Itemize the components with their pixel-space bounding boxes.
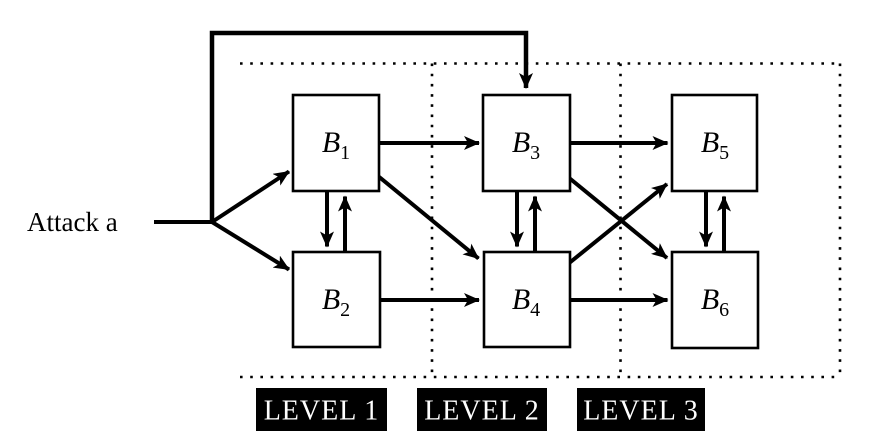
node-b5: B5 <box>670 93 759 193</box>
node-b6-box <box>670 250 760 350</box>
node-b4-label: B4 <box>512 283 540 321</box>
node-b2: B2 <box>291 250 382 349</box>
node-b2-label: B2 <box>322 283 350 321</box>
edge-attack-to-b2 <box>210 220 291 272</box>
node-b6: B6 <box>670 250 760 350</box>
level-badge-2-bg <box>417 388 547 431</box>
level-badge-3-bg <box>577 388 705 431</box>
level-badge-3-label: LEVEL 3 <box>583 396 699 427</box>
node-b6-label: B6 <box>701 283 729 321</box>
level-badge-1-label: LEVEL 1 <box>264 396 380 427</box>
node-b5-label: B5 <box>701 126 729 164</box>
node-b4: B4 <box>482 250 572 349</box>
edge-attack-to-b3 <box>209 30 533 222</box>
edge-attack-to-b1 <box>210 169 291 224</box>
edge-b3-to-b6 <box>566 175 669 260</box>
level-badge-2-label: LEVEL 2 <box>424 396 540 427</box>
node-b1-box <box>291 93 381 193</box>
node-b3-label: B3 <box>512 126 540 164</box>
node-b3-box <box>481 93 572 193</box>
level-badge-1-bg <box>256 388 387 431</box>
node-b4-box <box>482 250 572 349</box>
node-b3: B3 <box>481 93 572 193</box>
node-b2-box <box>291 250 382 349</box>
edge-b1-to-b4 <box>376 174 480 261</box>
edge-b4-to-b5 <box>566 182 669 266</box>
edges <box>154 30 731 307</box>
node-b1: B1 <box>291 93 381 193</box>
level-badge-1: LEVEL 1 <box>256 388 387 431</box>
level-boundaries <box>240 62 842 379</box>
level-badge-3: LEVEL 3 <box>577 388 705 431</box>
level-badge-2: LEVEL 2 <box>417 388 547 431</box>
node-b5-box <box>670 93 759 193</box>
attack-source-label: Attack a <box>27 207 118 237</box>
node-b1-label: B1 <box>322 126 350 164</box>
